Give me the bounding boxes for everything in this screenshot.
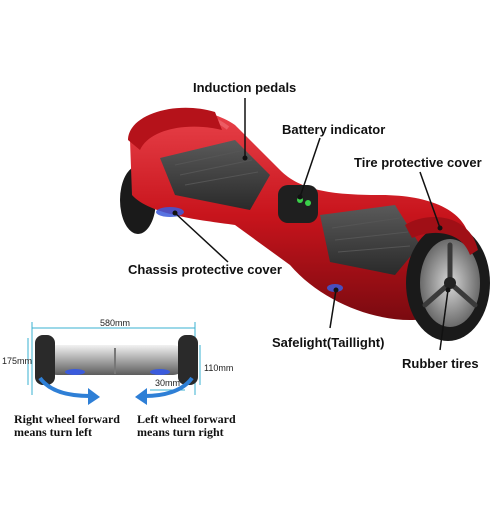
- right-pedal: [320, 205, 420, 275]
- right-wheel-arrow: [38, 376, 91, 398]
- battery-indicator-light-2: [305, 200, 311, 206]
- label-battery-indicator: Battery indicator: [282, 122, 386, 137]
- red-hoverboard: [120, 107, 490, 341]
- right-wheel-arrowhead: [88, 388, 100, 405]
- label-chassis-protective-cover: Chassis protective cover: [128, 262, 282, 277]
- caption-right-wheel: Right wheel forward means turn left: [14, 412, 120, 439]
- rear-fender: [128, 107, 222, 150]
- label-tire-protective-cover: Tire protective cover: [354, 155, 482, 170]
- silver-light-left: [65, 369, 85, 375]
- right-pedal-grip: [331, 217, 411, 253]
- silver-right-wheel: [178, 335, 198, 385]
- dim-height: 175mm: [2, 356, 33, 366]
- dim-deck-height: 110mm: [204, 363, 234, 373]
- silver-light-right: [150, 369, 170, 375]
- label-rubber-tires: Rubber tires: [402, 356, 479, 371]
- label-induction-pedals: Induction pedals: [193, 80, 297, 95]
- silver-left-wheel: [35, 335, 55, 385]
- left-wheel-arrowhead: [135, 388, 147, 405]
- silver-board-side-view: [27, 322, 201, 405]
- wheel-center: [444, 277, 456, 289]
- dim-length: 580mm: [100, 318, 131, 328]
- tire-protective-cover: [405, 217, 478, 255]
- label-safelight: Safelight(Taillight): [272, 335, 385, 350]
- left-wheel-arrow: [144, 376, 194, 398]
- caption-left-wheel: Left wheel forward means turn right: [137, 412, 236, 439]
- leader-lines: [174, 98, 449, 351]
- dim-clearance: 30mm: [155, 378, 181, 388]
- front-blue-light: [156, 207, 184, 217]
- leader-dots: [172, 155, 451, 293]
- left-pedal-grip: [174, 149, 259, 186]
- left-pedal: [160, 140, 270, 210]
- center-joint: [278, 185, 318, 223]
